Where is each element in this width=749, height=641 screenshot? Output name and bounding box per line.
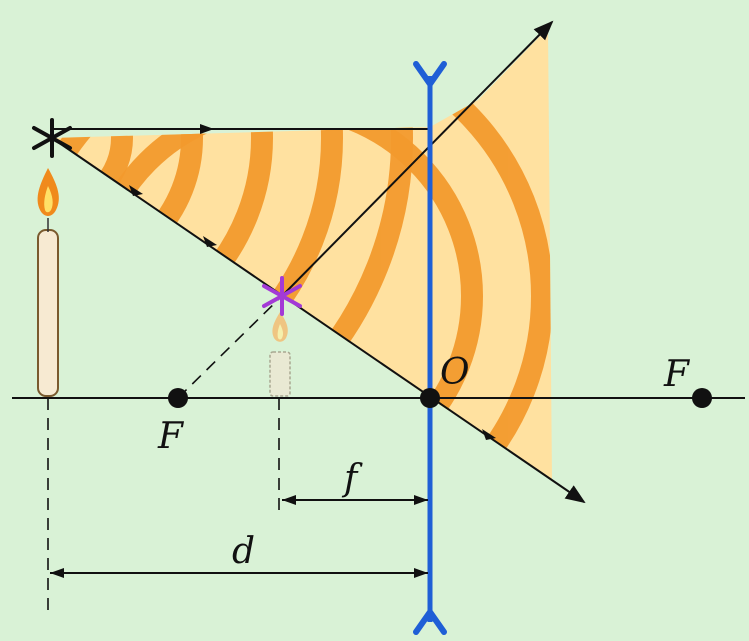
flame-icon — [37, 168, 59, 216]
ray-center-arrow-1 — [129, 185, 143, 196]
diverging-lens-arrow-icon — [413, 61, 447, 635]
focus-left-label: F — [157, 416, 185, 457]
optical-center-point — [420, 388, 440, 408]
focus-left-point — [168, 388, 188, 408]
object-distance-label: d — [232, 531, 255, 572]
object-distance-dimension — [50, 568, 428, 578]
object-star-icon — [32, 118, 72, 158]
ray-parallel-arrow — [200, 124, 214, 134]
image-distance-label: f — [341, 458, 363, 499]
focus-right-label: F — [663, 354, 691, 395]
ray-diverged — [281, 20, 554, 297]
image-candle — [269, 312, 291, 397]
ray-center-arrow-3 — [482, 429, 496, 440]
ray-center-arrow-2 — [203, 236, 217, 247]
image-distance-dimension — [282, 495, 428, 505]
optical-center-label: O — [440, 352, 470, 393]
dashed-guides — [47, 295, 283, 610]
ray-through-center — [51, 137, 586, 504]
object-candle — [37, 218, 59, 397]
diverging-lens — [413, 61, 447, 635]
image-star-icon — [262, 276, 302, 316]
focus-right-point — [692, 388, 712, 408]
